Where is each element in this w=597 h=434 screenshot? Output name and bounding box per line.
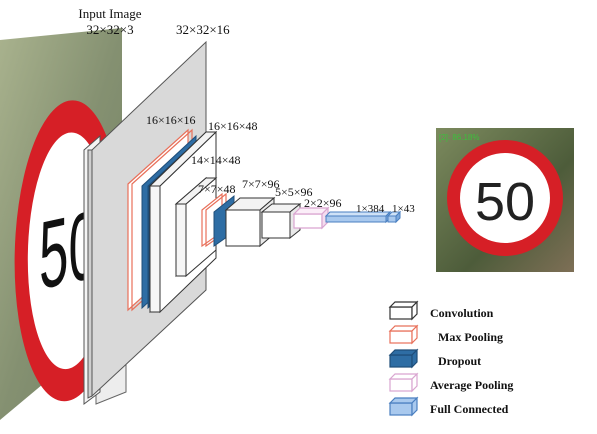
legend-label-max-pooling: Max Pooling (438, 330, 503, 344)
legend-label-dropout: Dropout (438, 354, 481, 368)
layer-label: 14×14×48 (191, 153, 241, 167)
conv3-block (174, 176, 218, 278)
legend-swatch-max-pooling (388, 324, 419, 345)
prediction-confidence: [2]: 86.18% (439, 133, 479, 142)
legend-label-convolution: Convolution (430, 306, 494, 320)
legend-label-average-pooling: Average Pooling (430, 378, 513, 392)
output-sign-number: 50 (475, 172, 535, 232)
layer-label: 7×7×96 (242, 177, 280, 191)
legend-swatch-dropout (388, 348, 419, 369)
output-prediction-image: 50 [2]: 86.18% (436, 128, 574, 272)
layer-label: 16×16×48 (208, 119, 258, 133)
layer-label: 5×5×96 (275, 185, 313, 199)
legend-swatch-convolution (388, 300, 419, 321)
layer-label: 1×43 (392, 203, 415, 215)
layer-label: 7×7×48 (198, 182, 236, 196)
layer-label: 32×32×16 (176, 22, 230, 37)
legend-swatch-average-pooling (388, 372, 419, 393)
fc2-block (386, 210, 402, 224)
legend-swatch-full-connected (388, 396, 419, 417)
avgpool-block (292, 206, 330, 230)
legend-label-full-connected: Full Connected (430, 402, 509, 416)
layer-label: 1×384 (356, 203, 385, 215)
input-image-dims: 32×32×3 (86, 22, 133, 37)
layer-label: 2×2×96 (304, 196, 342, 210)
input-image-title: Input Image (78, 6, 141, 21)
fc1-block (324, 210, 392, 224)
layer-label: 16×16×16 (146, 113, 196, 127)
